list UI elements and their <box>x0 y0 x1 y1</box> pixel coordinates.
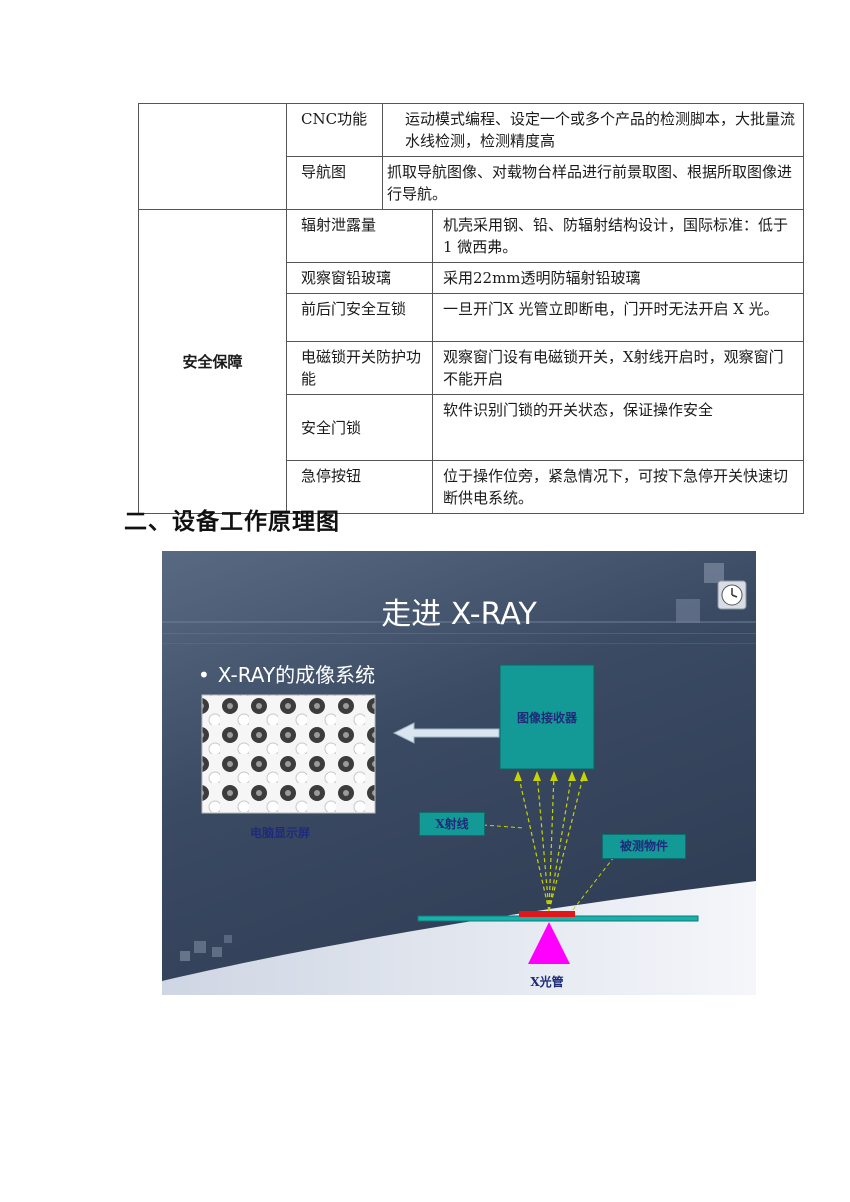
feature-cell: 安全门锁 <box>286 394 433 461</box>
left-arrow-icon <box>392 722 500 744</box>
description-cell: 一旦开门X 光管立即断电，门开时无法开启 X 光。 <box>431 293 805 342</box>
xray-tube <box>528 922 570 964</box>
table-row: CNC功能 运动模式编程、设定一个或多个产品的检测脚本，大批量流水线检测，检测精… <box>138 103 805 210</box>
object-label: 被测物件 <box>602 834 686 859</box>
screen-label: 电脑显示屏 <box>249 826 310 840</box>
description-cell: 观察窗门设有电磁锁开关，X射线开启时，观察窗门不能开启 <box>431 341 805 395</box>
feature-cell: 辐射泄露量 <box>286 209 433 263</box>
image-detector <box>499 664 595 770</box>
feature-cell: 前后门安全互锁 <box>286 293 433 342</box>
description-cell: 抓取导航图像、对载物台样品进行前景取图、根据所取图像进行导航。 <box>381 156 805 210</box>
feature-cell: 观察窗铅玻璃 <box>286 262 433 294</box>
xray-beams <box>517 772 585 912</box>
category-cell-empty <box>138 103 287 210</box>
clock-icon <box>717 580 747 610</box>
table-row: 电磁锁开关防护功能 观察窗门设有电磁锁开关，X射线开启时，观察窗门不能开启 <box>139 341 805 395</box>
bullet-dot: • <box>198 663 210 687</box>
spec-table: CNC功能 运动模式编程、设定一个或多个产品的检测脚本，大批量流水线检测，检测精… <box>138 103 805 514</box>
description-cell: 位于操作位旁，紧急情况下，可按下急停开关快速切断供电系统。 <box>431 460 805 514</box>
feature-cell: CNC功能 <box>286 103 383 157</box>
bottom-wave <box>162 881 756 995</box>
table-row: 导航图 抓取导航图像、对载物台样品进行前景取图、根据所取图像进行导航。 <box>139 156 805 210</box>
table-row: 安全门锁 软件识别门锁的开关状态，保证操作安全 <box>139 394 805 461</box>
feature-cell: 电磁锁开关防护功能 <box>286 341 433 395</box>
slide-bullet: • X-RAY的成像系统 <box>198 659 375 688</box>
table-row: 急停按钮 位于操作位旁，紧急情况下，可按下急停开关快速切断供电系统。 <box>139 460 805 514</box>
table-row: 观察窗铅玻璃 采用22mm透明防辐射铅玻璃 <box>139 262 805 294</box>
description-cell: 机壳采用钢、铅、防辐射结构设计，国际标准：低于 1 微西弗。 <box>431 209 805 263</box>
xray-arrowheads <box>514 771 588 781</box>
section-heading: 二、设备工作原理图 <box>124 509 340 535</box>
description-cell: 运动模式编程、设定一个或多个产品的检测脚本，大批量流水线检测，检测精度高 <box>381 103 805 157</box>
callout-lines <box>482 824 615 912</box>
detector-label: 图像接收器 <box>516 711 577 725</box>
table-row: 前后门安全互锁 一旦开门X 光管立即断电，门开时无法开启 X 光。 <box>139 293 805 342</box>
xray-principle-slide: 走进 X-RAY • X-RAY的成像系统 电脑显示屏 图像接收器 X射线 被测物… <box>162 551 756 995</box>
slide-graphics <box>162 563 756 995</box>
monitor-screen-image <box>201 694 376 814</box>
description-cell: 软件识别门锁的开关状态，保证操作安全 <box>431 394 805 461</box>
feature-cell: 导航图 <box>286 156 383 210</box>
tube-label: X光管 <box>530 975 564 989</box>
decorative-bands <box>162 621 756 644</box>
table-row: 安全保障 辐射泄露量 机壳采用钢、铅、防辐射结构设计，国际标准：低于 1 微西弗… <box>138 209 805 514</box>
decorative-squares <box>180 563 724 961</box>
category-cell-safety: 安全保障 <box>138 209 287 514</box>
feature-cell: 急停按钮 <box>286 460 433 514</box>
description-cell: 采用22mm透明防辐射铅玻璃 <box>431 262 805 294</box>
slide-title: 走进 X-RAY <box>381 597 537 632</box>
xray-label: X射线 <box>419 812 485 836</box>
test-object <box>519 911 575 917</box>
bullet-text: X-RAY的成像系统 <box>217 663 376 687</box>
